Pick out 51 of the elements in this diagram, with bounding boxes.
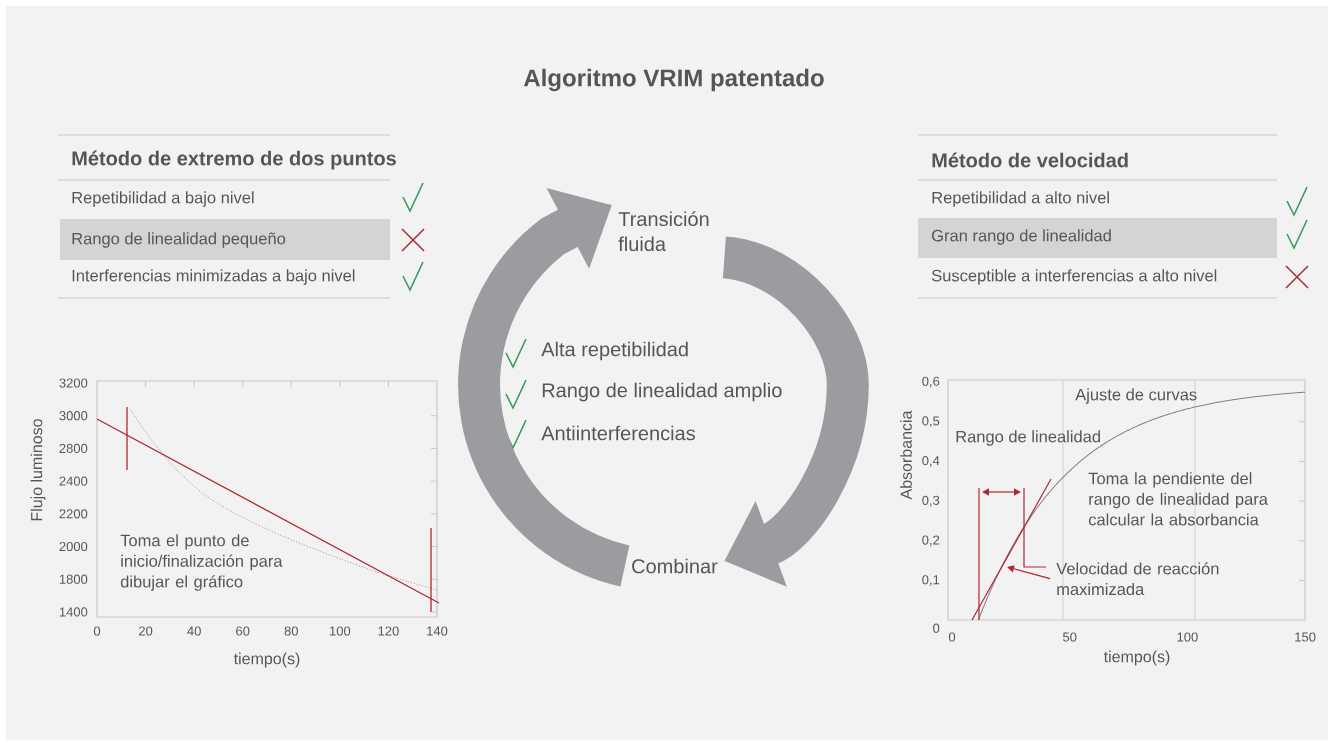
table-row: Gran rango de linealidad xyxy=(918,218,1277,258)
tick-label: 1800 xyxy=(59,574,88,584)
axis-title: tiempo(s) xyxy=(233,652,300,668)
tick-label: 2000 xyxy=(59,541,88,552)
axis-title: Flujo luminoso xyxy=(30,419,46,521)
title: Algoritmo VRIM patentado xyxy=(523,68,824,92)
tick-label: 150 xyxy=(1295,632,1316,642)
tick-label: 120 xyxy=(378,626,399,636)
tick-label: 50 xyxy=(1063,632,1077,642)
tick-label: 0 xyxy=(933,623,940,633)
note-text: Toma el punto de inicio/finalización para dibujar el gráfico xyxy=(120,534,283,591)
tick-label: 100 xyxy=(330,626,351,636)
table-row: Interferencias minimizadas a bajo nivel xyxy=(72,269,355,285)
table-row: Repetibilidad a alto nivel xyxy=(932,191,1109,207)
tick-label: 1400 xyxy=(59,607,88,617)
tick-label: 0,3 xyxy=(922,495,940,507)
tick-label: 80 xyxy=(284,626,298,636)
axis-title: tiempo(s) xyxy=(1103,650,1170,666)
tick-label: 2400 xyxy=(59,476,88,486)
tick-label: 140 xyxy=(427,626,448,636)
tick-label: 0,4 xyxy=(922,456,940,467)
table-heading: Método de velocidad xyxy=(932,152,1128,168)
tick-label: 20 xyxy=(139,626,153,636)
leader-line xyxy=(1007,565,1051,580)
tick-label: 0,1 xyxy=(922,575,940,586)
step-label: Transición fluida xyxy=(618,211,709,252)
table-row: Susceptible a interferencias a alto nivel xyxy=(931,269,1217,285)
tick-label: 3000 xyxy=(59,411,88,421)
chart-annotation: Ajuste de curvas xyxy=(1075,388,1197,404)
chart-annotation: Rango de linealidad xyxy=(956,430,1100,446)
tick-label: 0,5 xyxy=(922,416,940,428)
tick-label: 0 xyxy=(948,632,956,642)
table-row: Rango de linealidad pequeño xyxy=(60,219,390,260)
tick-label: 100 xyxy=(1177,632,1198,642)
axis-title: Absorbancia xyxy=(900,410,912,500)
table-row: Repetibilidad a bajo nivel xyxy=(72,191,254,207)
tick-label: 2800 xyxy=(59,443,88,453)
tick-label: 60 xyxy=(236,626,250,636)
table-heading: Método de extremo de dos puntos xyxy=(72,150,396,170)
tick-label: 0 xyxy=(93,626,101,636)
list-item: Rango de linealidad amplio xyxy=(542,382,782,402)
list-item: Antiinterferencias xyxy=(541,425,695,441)
tick-label: 0,6 xyxy=(922,376,940,388)
chart-annotation: Toma la pendiente del rango de linealidad para calcular la absorbancia xyxy=(1088,472,1268,526)
tick-label: 2200 xyxy=(59,509,88,519)
tick-label: 3200 xyxy=(59,378,88,388)
tick-label: 40 xyxy=(187,626,201,636)
step-label: Combinar xyxy=(632,558,718,574)
annotation-text: Velocidad de reacción maximizada xyxy=(1056,562,1219,596)
list-item: Alta repetibilidad xyxy=(541,341,688,361)
tick-label: 0,2 xyxy=(922,535,940,547)
